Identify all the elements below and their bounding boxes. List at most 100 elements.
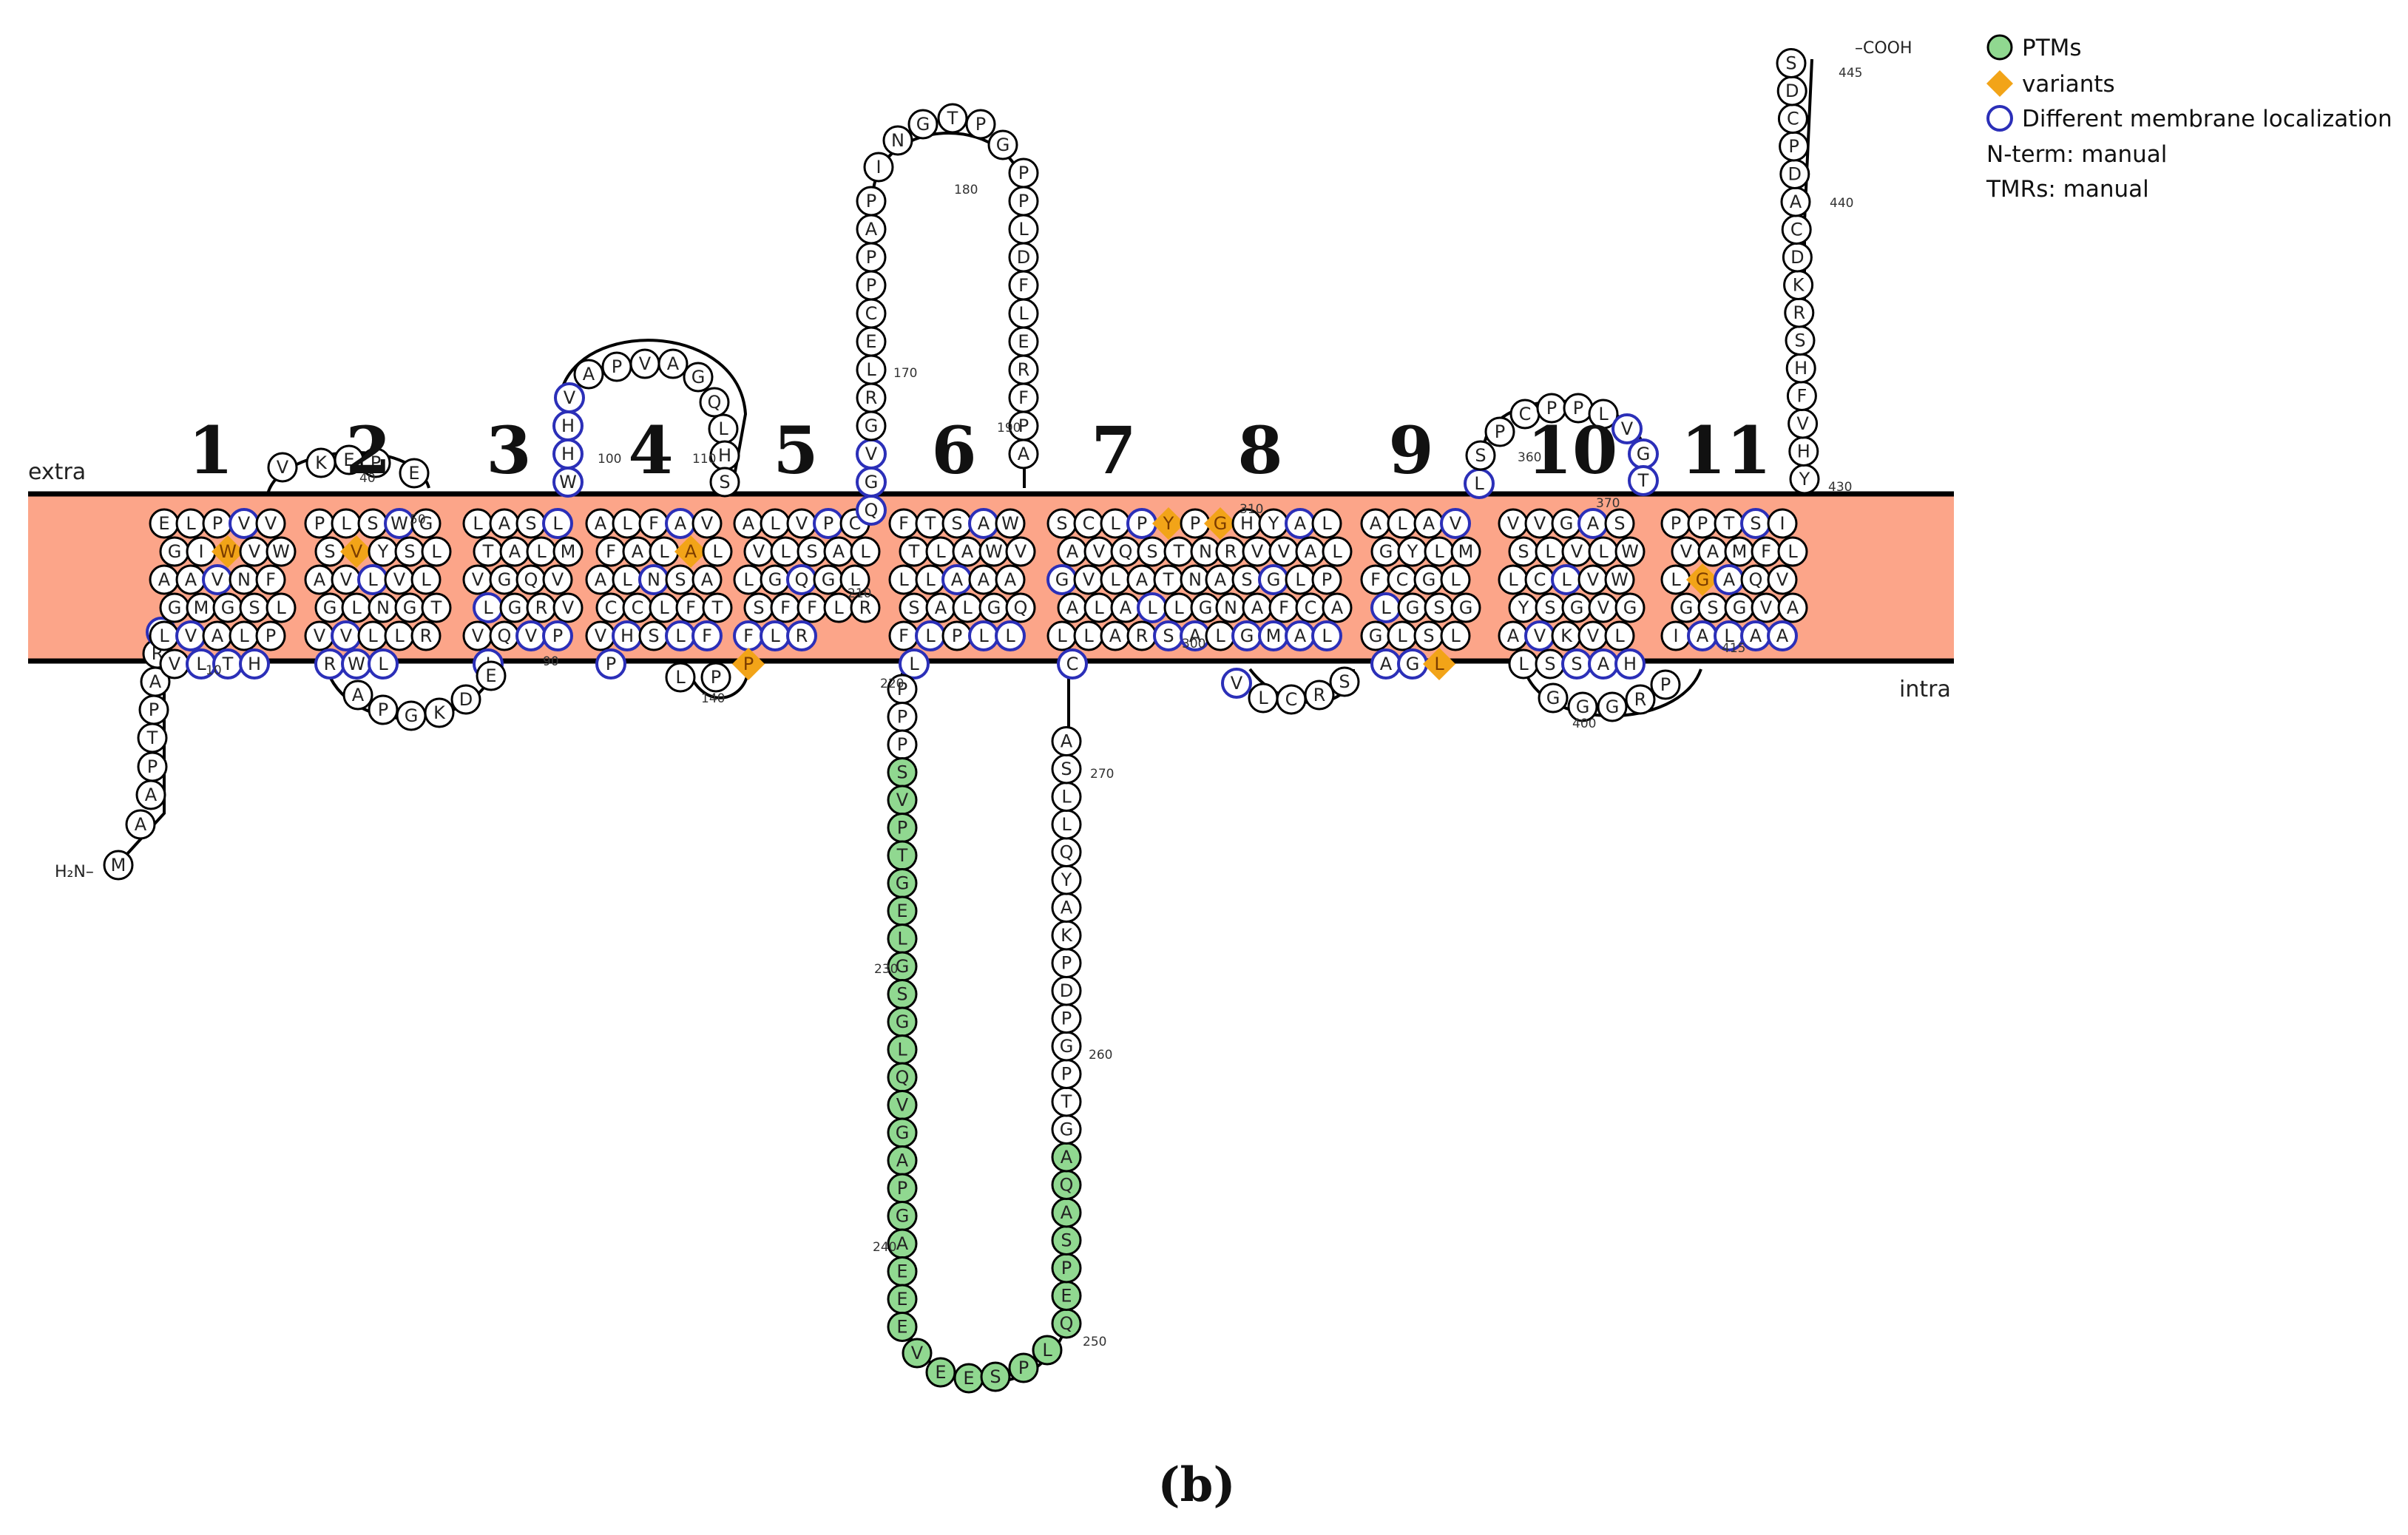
residue: E <box>856 326 887 357</box>
residue-circle <box>1604 564 1635 595</box>
residue: A <box>1051 726 1082 756</box>
residue-circle <box>552 536 584 567</box>
residue-letter: P <box>743 654 754 674</box>
residue: M <box>552 536 584 567</box>
residue: R <box>526 592 557 623</box>
residue-letter: E <box>896 1317 907 1338</box>
residue: N <box>638 564 669 595</box>
residue-letter: S <box>806 541 817 562</box>
residue-circle <box>1465 440 1496 471</box>
residue: L <box>186 648 217 680</box>
residue: W <box>341 648 372 680</box>
residue-letter: L <box>1545 541 1555 562</box>
residue-letter: G <box>768 569 782 590</box>
residue-letter: H <box>1797 441 1810 462</box>
residue-letter: G <box>168 541 182 562</box>
residue: V <box>1221 668 1252 699</box>
residue-circle <box>700 662 731 693</box>
residue: K <box>1051 920 1082 951</box>
residue-circle <box>255 564 286 595</box>
residue: A <box>856 214 887 245</box>
residue-circle <box>1008 1352 1039 1383</box>
residue-letter: L <box>1258 688 1268 708</box>
c-term-label: –COOH <box>1855 39 1912 58</box>
residue: P <box>887 1173 918 1204</box>
residue: P <box>1536 393 1567 424</box>
residue-letter: L <box>962 597 973 618</box>
residue-letter: V <box>1571 541 1583 562</box>
residue: P <box>1008 1352 1039 1383</box>
residue-letter: P <box>823 513 833 534</box>
residue-letter: L <box>1397 513 1407 534</box>
residue: L <box>542 508 573 539</box>
residue-letter: L <box>1434 654 1444 674</box>
helix-label: 8 <box>1237 412 1282 489</box>
residue-letter: C <box>605 597 618 618</box>
residue: Y <box>1152 507 1185 540</box>
residue-letter: S <box>1614 513 1625 534</box>
residue-circle <box>1538 682 1569 714</box>
residue-letter: G <box>896 956 910 977</box>
residue-letter: A <box>1004 569 1017 590</box>
residue: P <box>255 620 286 651</box>
residue-circle <box>657 348 689 379</box>
residue: C <box>1524 564 1555 595</box>
residue-letter: G <box>987 597 1001 618</box>
residue-letter: L <box>897 1040 907 1060</box>
residue-letter: L <box>780 541 791 562</box>
residue-letter: A <box>978 569 990 590</box>
figure-caption: (b) <box>1157 1457 1235 1513</box>
residue: P <box>1311 564 1342 595</box>
residue-letter: N <box>891 130 904 151</box>
residue: T <box>212 648 243 680</box>
residue-letter: L <box>473 513 483 534</box>
residue-letter: L <box>909 654 919 674</box>
residue: H <box>552 438 584 470</box>
residue: L <box>1440 564 1471 595</box>
residue-circle <box>342 680 373 711</box>
residue: P <box>941 620 973 651</box>
residue-letter: H <box>561 444 575 464</box>
residue-letter: L <box>743 569 754 590</box>
residue-letter: C <box>1083 513 1095 534</box>
legend-tmrs: TMRs: manual <box>1986 176 2149 203</box>
legend-variants: variants <box>2022 71 2115 98</box>
residue-letter: L <box>1322 626 1332 646</box>
residue-letter: E <box>896 1261 907 1282</box>
residue: A <box>1285 620 1316 651</box>
residue-letter: Y <box>1163 513 1174 534</box>
residue: P <box>700 662 731 693</box>
residue: D <box>450 684 481 715</box>
residue-letter: A <box>743 513 755 534</box>
residue-letter: R <box>1136 626 1149 646</box>
residue-circle <box>1614 536 1646 567</box>
residue: A <box>175 564 206 595</box>
residue-letter: L <box>1215 626 1225 646</box>
residue: E <box>925 1357 956 1388</box>
residue-letter: Q <box>1749 569 1763 590</box>
residue: I <box>863 152 894 183</box>
residue: E <box>1008 326 1039 357</box>
residue: L <box>888 564 919 595</box>
residue: F <box>638 508 669 539</box>
residue-letter: L <box>368 569 378 590</box>
position-number: 100 <box>598 452 621 467</box>
residue: G <box>159 536 190 567</box>
residue: A <box>691 564 723 595</box>
residue: Q <box>489 620 520 651</box>
residue-letter: V <box>865 444 878 464</box>
residue-letter: R <box>865 387 878 408</box>
residue: A <box>995 564 1026 595</box>
residue: H <box>552 410 584 441</box>
residue-letter: P <box>1061 953 1072 974</box>
ptm-legend-icon <box>1986 34 2013 61</box>
residue-letter: F <box>702 626 712 646</box>
residue: F <box>1786 381 1817 411</box>
residue-letter: V <box>701 513 714 534</box>
residue: G <box>987 129 1018 160</box>
residue-letter: S <box>1475 445 1486 466</box>
residue: L <box>1032 1335 1063 1366</box>
residue-letter: L <box>1397 626 1407 646</box>
residue-letter: R <box>796 626 808 646</box>
position-number: 180 <box>954 183 978 197</box>
